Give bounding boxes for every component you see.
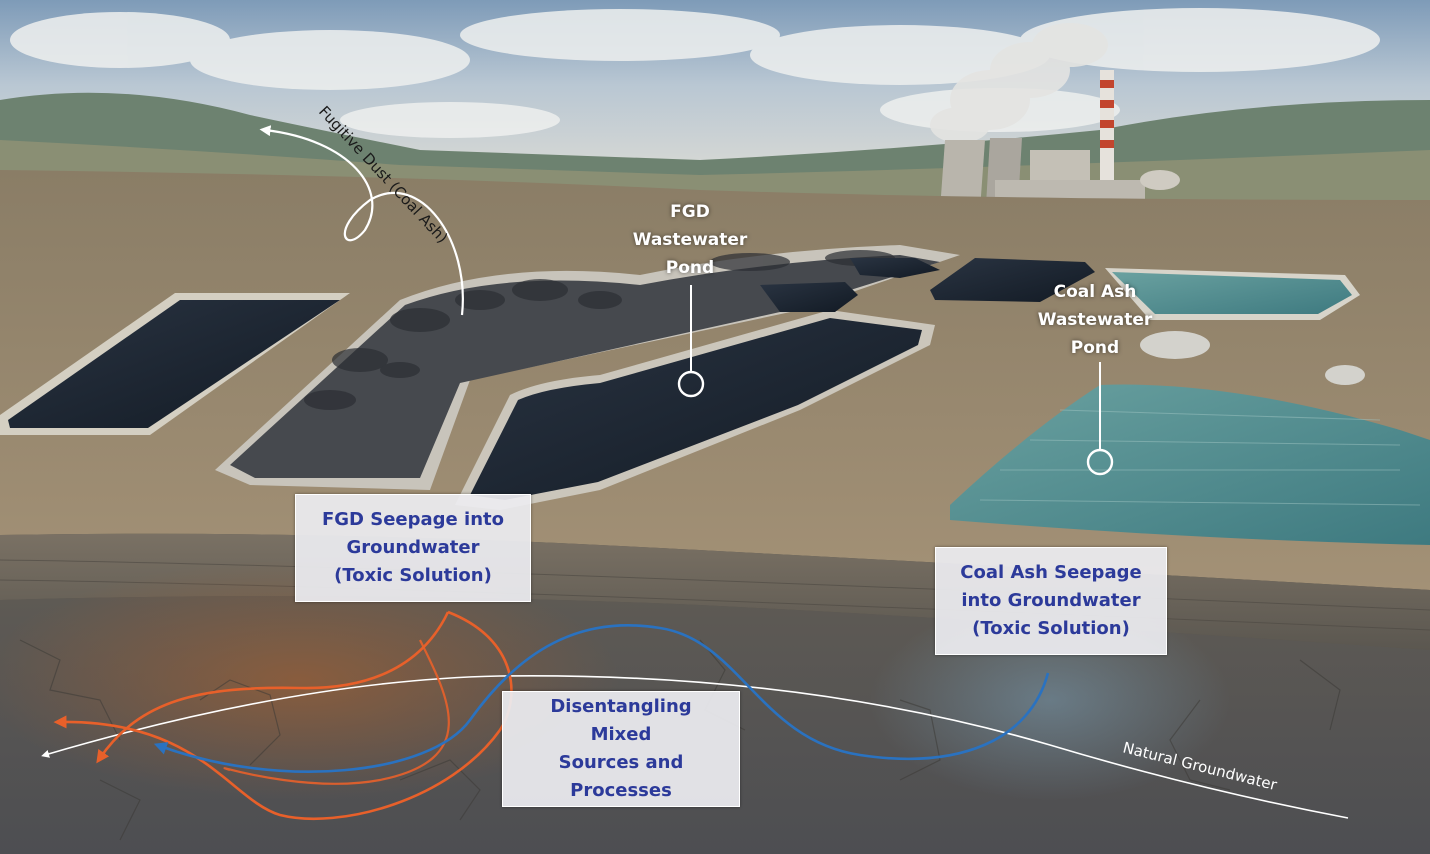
pond-marker-icon — [1086, 448, 1114, 476]
coal-ash-wastewater-pond-label: Coal Ash Wastewater Pond — [1037, 282, 1153, 358]
pond-marker-icon — [677, 370, 705, 398]
coal-ash-flow-arrow-icon — [153, 624, 1050, 773]
fugitive-dust-arrow-icon — [259, 125, 464, 316]
fgd-wastewater-pond-label: FGD Wastewater Pond — [632, 202, 748, 278]
coal-ash-seepage-box: Coal Ash Seepage into Groundwater (Toxic… — [935, 547, 1167, 655]
fgd-flow-arrow-icon — [96, 611, 450, 764]
natural-groundwater-flow-icon — [41, 675, 1349, 819]
ponds — [0, 245, 1430, 545]
disentangling-box: Disentangling Mixed Sources and Processe… — [502, 691, 740, 807]
fgd-seepage-box: FGD Seepage into Groundwater (Toxic Solu… — [295, 494, 531, 602]
